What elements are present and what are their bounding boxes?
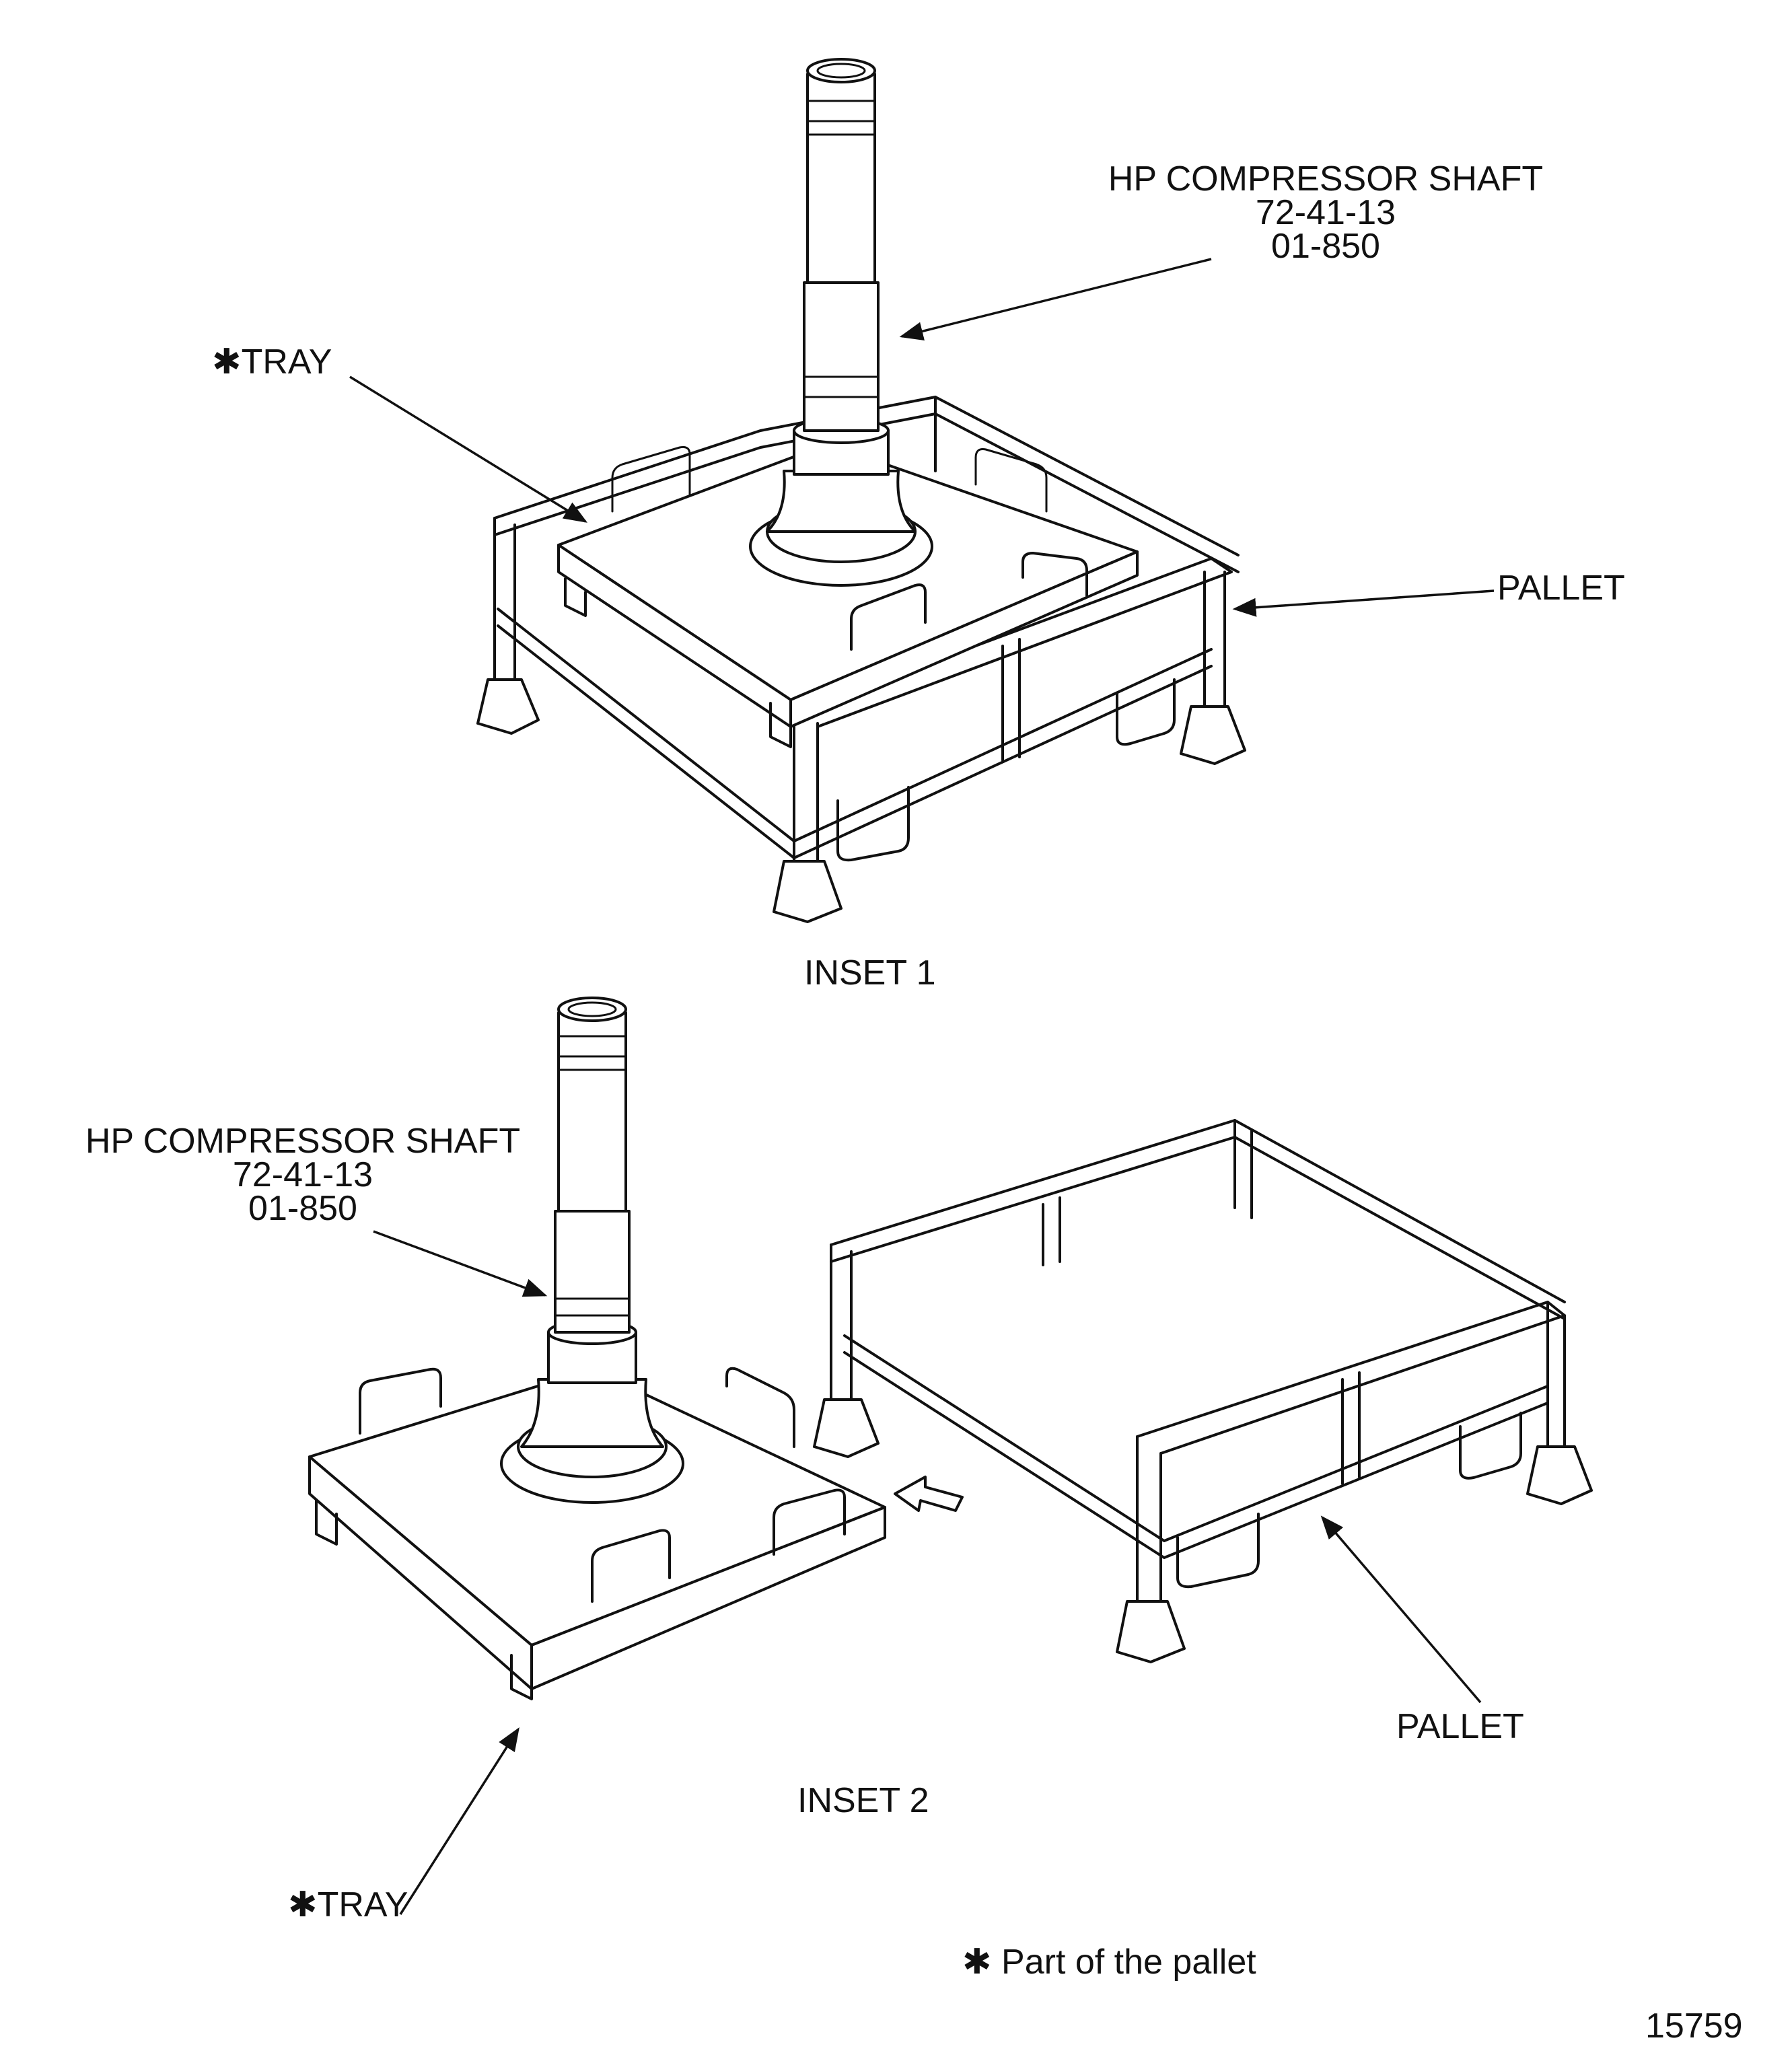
inset2-pallet: [813, 1119, 1593, 1663]
inset1-tray-text: TRAY: [241, 342, 332, 382]
asterisk-marker: ✱: [962, 1943, 992, 1982]
inset2-pallet-label: PALLET: [1396, 1707, 1524, 1746]
inset1-shaft-num: 01-850: [1271, 227, 1380, 266]
inset1-shaft: [749, 58, 933, 587]
inset1-pallet-label: PALLET: [1497, 569, 1625, 608]
inset2-shaft: [500, 997, 684, 1504]
inset2-shaft-num: 01-850: [248, 1189, 357, 1228]
inset1-shaft-label: HP COMPRESSOR SHAFT 72-41-13 01-850: [1083, 161, 1568, 264]
asterisk-marker: ✱: [288, 1885, 318, 1924]
inset2-tray: [308, 1367, 886, 1700]
inset2-shaft-label: HP COMPRESSOR SHAFT 72-41-13 01-850: [67, 1124, 538, 1226]
inset2-assembly: [308, 997, 1593, 1915]
inset1-caption: INSET 1: [804, 953, 936, 992]
inset2-tray-label: ✱TRAY: [288, 1887, 408, 1922]
asterisk-marker: ✱: [212, 342, 242, 382]
inset1-pallet-frame: [476, 396, 1246, 923]
inset2-shaft-name: HP COMPRESSOR SHAFT: [85, 1122, 521, 1161]
inset2-caption: INSET 2: [797, 1781, 929, 1820]
footnote-text: Part of the pallet: [1001, 1943, 1256, 1982]
direction-arrow: [894, 1476, 964, 1512]
inset1-shaft-name: HP COMPRESSOR SHAFT: [1108, 159, 1544, 198]
figure-number: 15759: [1645, 2006, 1743, 2046]
footnote: ✱ Part of the pallet: [962, 1945, 1256, 1980]
inset1-tray-label: ✱TRAY: [212, 345, 332, 379]
inset2-tray-text: TRAY: [317, 1885, 408, 1924]
inset2-shaft-ref: 72-41-13: [232, 1155, 373, 1194]
inset1-assembly: [349, 58, 1495, 923]
inset1-shaft-ref: 72-41-13: [1255, 193, 1396, 232]
